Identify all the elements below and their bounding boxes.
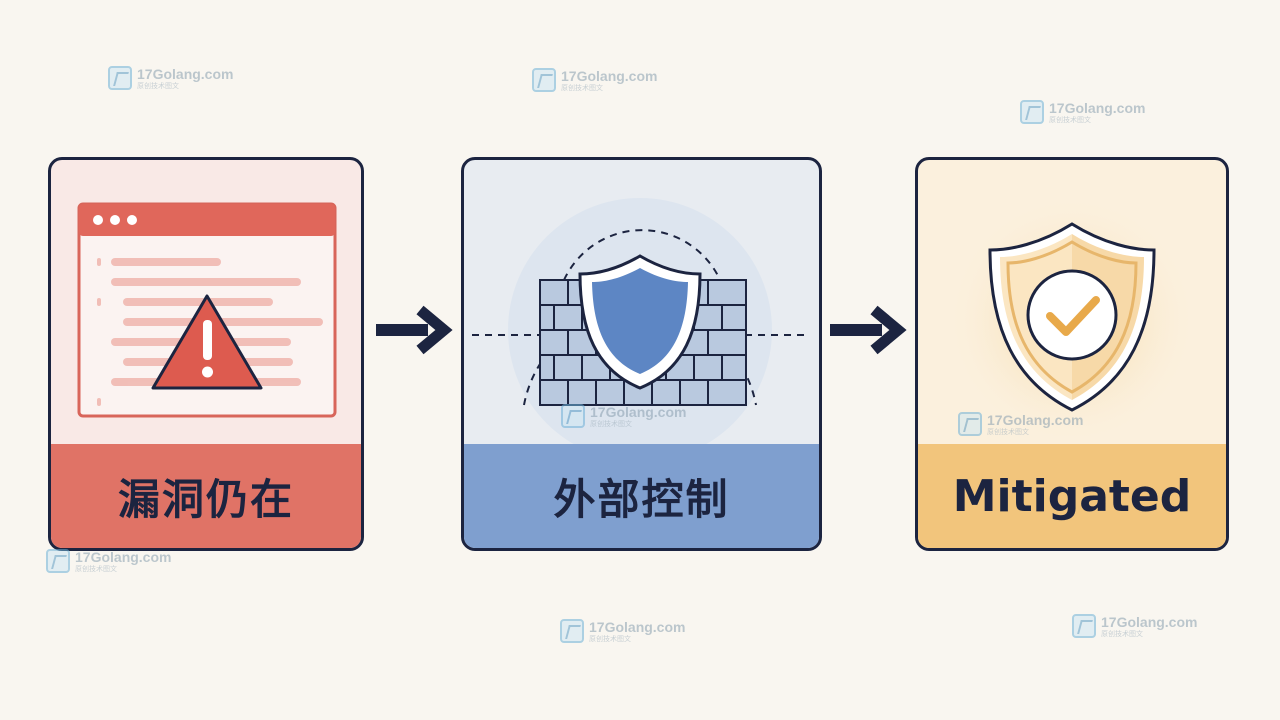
step-card-vulnerable: 漏洞仍在 bbox=[48, 157, 364, 551]
warning-browser-icon bbox=[77, 202, 337, 418]
watermark-site: 17Golang.com bbox=[590, 403, 687, 420]
watermark-site: 17Golang.com bbox=[137, 65, 234, 82]
arrow-right-icon bbox=[376, 305, 453, 355]
watermark-logo-icon bbox=[958, 412, 982, 436]
step-label: 外部控制 bbox=[553, 474, 730, 524]
watermark-logo-icon bbox=[532, 68, 556, 92]
watermark-site: 17Golang.com bbox=[1101, 613, 1198, 630]
step-label-band: 外部控制 bbox=[464, 444, 819, 548]
watermark-sub: 原创技术图文 bbox=[561, 83, 603, 92]
watermark-logo-icon bbox=[560, 619, 584, 643]
watermark-sub: 原创技术图文 bbox=[987, 427, 1029, 436]
watermark-sub: 原创技术图文 bbox=[1049, 115, 1091, 124]
step-label-band: 漏洞仍在 bbox=[51, 444, 361, 548]
step-label: 漏洞仍在 bbox=[117, 474, 294, 524]
step-card-external-control: 外部控制 bbox=[461, 157, 822, 551]
watermark-sub: 原创技术图文 bbox=[590, 419, 632, 428]
watermark-sub: 原创技术图文 bbox=[75, 564, 117, 573]
watermark-logo-icon bbox=[1020, 100, 1044, 124]
watermark-site: 17Golang.com bbox=[561, 67, 658, 84]
watermark-site: 17Golang.com bbox=[589, 618, 686, 635]
step-label-band: Mitigated bbox=[918, 444, 1226, 548]
watermark-sub: 原创技术图文 bbox=[589, 634, 631, 643]
watermark-sub: 原创技术图文 bbox=[1101, 629, 1143, 638]
firewall-shield-icon bbox=[472, 198, 809, 450]
watermark-site: 17Golang.com bbox=[1049, 99, 1146, 116]
check-shield-icon bbox=[947, 195, 1197, 445]
step-card-mitigated: Mitigated bbox=[915, 157, 1229, 551]
arrow-right-icon bbox=[830, 305, 907, 355]
watermark-logo-icon bbox=[46, 549, 70, 573]
watermark-site: 17Golang.com bbox=[75, 548, 172, 565]
watermark-logo-icon bbox=[1072, 614, 1096, 638]
watermark-logo-icon bbox=[108, 66, 132, 90]
watermark-sub: 原创技术图文 bbox=[137, 81, 179, 90]
watermark-logo-icon bbox=[561, 404, 585, 428]
watermark-site: 17Golang.com bbox=[987, 411, 1084, 428]
step-label: Mitigated bbox=[952, 470, 1192, 522]
